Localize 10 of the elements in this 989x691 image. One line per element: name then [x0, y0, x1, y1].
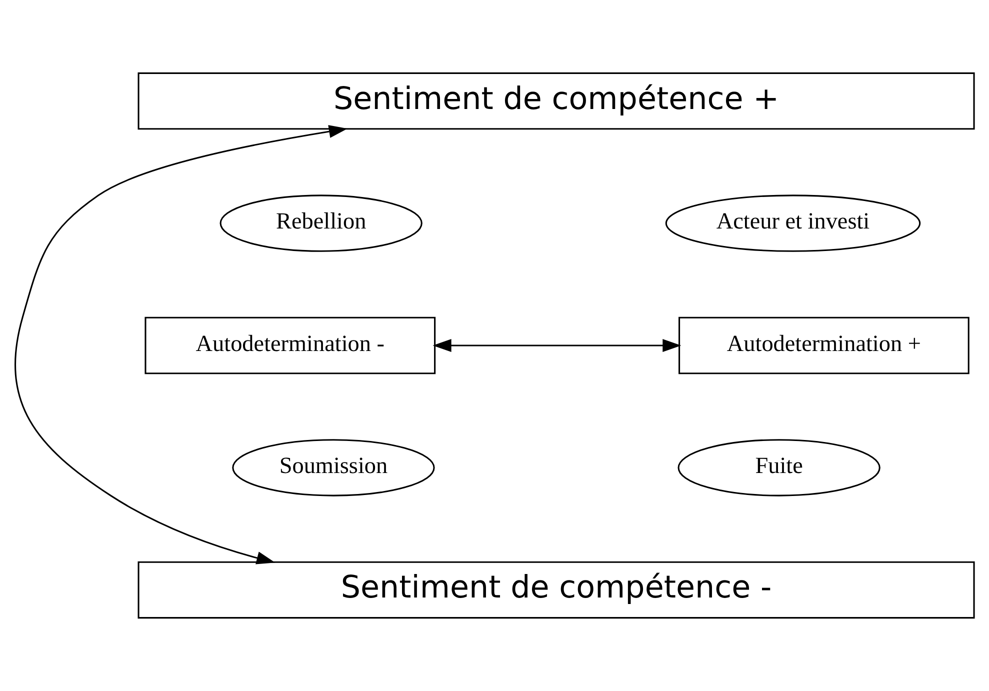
arrow [14, 125, 348, 564]
node-box: Sentiment de compétence + [138, 72, 975, 130]
node-ellipse: Acteur et investi [665, 194, 921, 252]
node-ellipse: Rebellion [220, 194, 422, 252]
node-box: Autodetermination + [678, 316, 970, 374]
arrow [432, 339, 682, 352]
node-box: Sentiment de compétence - [138, 561, 975, 619]
node-ellipse: Fuite [678, 439, 880, 496]
node-box: Autodetermination - [144, 316, 436, 374]
node-ellipse: Soumission [232, 439, 435, 496]
